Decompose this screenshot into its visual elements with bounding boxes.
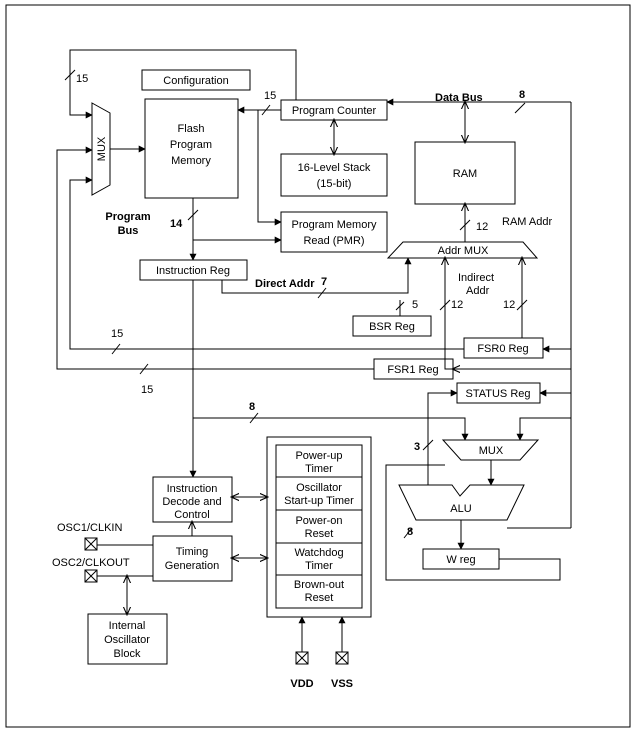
timer-ost-1: Oscillator (296, 482, 342, 494)
fsr0-reg-label: FSR0 Reg (477, 343, 528, 355)
decode-label-1: Instruction (167, 483, 218, 495)
timer-wdt-2: Timer (305, 560, 333, 572)
fsr1-indirect-width: 12 (451, 299, 463, 311)
direct-addr-width: 7 (321, 276, 327, 288)
pmr-label-1: Program Memory (292, 219, 377, 231)
fsr0-indirect-width: 12 (503, 299, 515, 311)
ram-addr-label: RAM Addr (502, 216, 552, 228)
alu-label: ALU (450, 503, 471, 515)
flash-label-1: Flash (178, 123, 205, 135)
direct-addr-label: Direct Addr (255, 278, 315, 290)
pc-width-right: 15 (264, 90, 276, 102)
instruction-decode-block: Instruction Decode and Control (152, 476, 233, 523)
decode-label-3: Control (174, 509, 209, 521)
stack-label-1: 16-Level Stack (298, 162, 371, 174)
pmr-block: Program Memory Read (PMR) (280, 211, 388, 253)
alu-mux-block: MUX (441, 439, 540, 461)
timing-label-1: Timing (176, 546, 209, 558)
flash-program-memory-block: Flash Program Memory (144, 98, 239, 199)
fsr1-reg-label: FSR1 Reg (387, 364, 438, 376)
vdd-pin (295, 651, 309, 665)
flash-label-2: Program (170, 139, 212, 151)
pc-width-top: 15 (76, 73, 88, 85)
fsr0-width: 15 (111, 328, 123, 340)
timer-por-1: Power-on (295, 515, 342, 527)
timer-power-up-1: Power-up (295, 450, 342, 462)
osc2-pin (84, 569, 98, 583)
configuration-label: Configuration (163, 75, 228, 87)
alu-mux-label: MUX (479, 445, 504, 457)
decode-label-2: Decode and (162, 496, 221, 508)
addr-mux-label: Addr MUX (438, 245, 489, 257)
addr-mux-block: Addr MUX (386, 241, 539, 259)
timers-container: Power-up Timer Oscillator Start-up Timer… (266, 436, 372, 618)
bsr-reg-block: BSR Reg (352, 315, 432, 337)
instruction-reg-block: Instruction Reg (139, 259, 248, 281)
program-bus-label-2: Bus (118, 225, 139, 237)
stack-label-2: (15-bit) (317, 178, 352, 190)
program-counter-label: Program Counter (292, 105, 377, 117)
program-mux-block: MUX (91, 102, 111, 196)
bsr-width: 5 (412, 299, 418, 311)
alu-block: ALU (398, 484, 525, 521)
timer-por-2: Reset (305, 528, 334, 540)
pmr-label-2: Read (PMR) (303, 235, 364, 247)
flash-label-3: Memory (171, 155, 211, 167)
indirect-addr-label-2: Addr (466, 285, 490, 297)
fsr0-reg-block: FSR0 Reg (463, 337, 544, 359)
osc-label-2: Oscillator (104, 634, 150, 646)
timer-wdt-1: Watchdog (294, 547, 343, 559)
w-width: 8 (407, 526, 413, 538)
figure-frame (5, 4, 631, 728)
fsr1-width: 15 (141, 384, 153, 396)
program-mux-label: MUX (96, 136, 108, 161)
timer-bor-2: Reset (305, 592, 334, 604)
ram-label: RAM (453, 168, 477, 180)
program-bus-label-1: Program (105, 211, 150, 223)
data-bus-width: 8 (519, 89, 525, 101)
stack-block: 16-Level Stack (15-bit) (280, 153, 388, 197)
data-bus-label: Data Bus (435, 92, 483, 104)
timer-power-up-2: Timer (305, 463, 333, 475)
osc2-label: OSC2/CLKOUT (52, 557, 130, 569)
osc-label-1: Internal (109, 620, 146, 632)
program-counter-block: Program Counter (280, 99, 388, 121)
vss-label: VSS (331, 678, 353, 690)
vdd-label: VDD (290, 678, 313, 690)
timer-ost-2: Start-up Timer (284, 495, 354, 507)
w-reg-label: W reg (446, 554, 475, 566)
ram-addr-width: 12 (476, 221, 488, 233)
osc1-label: OSC1/CLKIN (57, 522, 122, 534)
status-reg-block: STATUS Reg (456, 382, 541, 404)
osc1-pin (84, 537, 98, 551)
internal-oscillator-block: Internal Oscillator Block (87, 613, 168, 665)
vss-pin (335, 651, 349, 665)
timing-label-2: Generation (165, 560, 219, 572)
program-bus-width: 14 (170, 218, 183, 230)
configuration-block: Configuration (141, 69, 251, 91)
ir-bus-width: 8 (249, 401, 255, 413)
timing-generation-block: Timing Generation (152, 535, 233, 582)
w-reg-block: W reg (422, 548, 500, 570)
indirect-addr-label-1: Indirect (458, 272, 494, 284)
bsr-reg-label: BSR Reg (369, 321, 415, 333)
timer-bor-1: Brown-out (294, 579, 344, 591)
ram-block: RAM (414, 141, 516, 205)
osc-label-3: Block (114, 648, 141, 660)
status-reg-label: STATUS Reg (466, 388, 531, 400)
wires (56, 49, 572, 652)
alu-status-width: 3 (414, 441, 420, 453)
fsr1-reg-block: FSR1 Reg (373, 358, 454, 380)
instruction-reg-label: Instruction Reg (156, 265, 230, 277)
